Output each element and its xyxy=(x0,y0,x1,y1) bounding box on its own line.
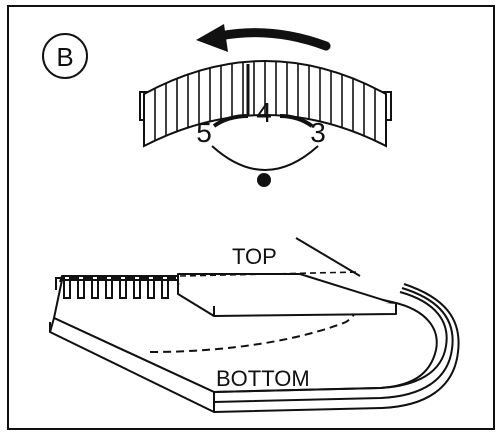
top-label: TOP xyxy=(232,244,277,269)
indicator-dot xyxy=(257,173,271,187)
diagram-frame xyxy=(7,5,495,430)
dial-scale-arc-left xyxy=(212,114,249,128)
panel-label-circle xyxy=(42,33,88,79)
dial-number-5: 5 xyxy=(196,117,212,148)
dial-ticks xyxy=(154,61,376,141)
counterclockwise-arrow-icon xyxy=(196,24,331,52)
fabric-fold-mid xyxy=(213,287,454,403)
stitch-dial: 5 4 3 xyxy=(139,60,392,171)
bottom-label: BOTTOM xyxy=(216,366,310,391)
fabric-fold-outer xyxy=(213,291,448,393)
dial-scale-arc-right xyxy=(279,114,314,128)
dial-number-4: 4 xyxy=(256,97,272,128)
panel-label: B xyxy=(56,42,73,72)
folded-fabric xyxy=(49,237,460,413)
fabric-back-edge xyxy=(59,275,178,283)
dial-hub xyxy=(211,145,319,171)
fabric-top-back-edge xyxy=(295,237,361,277)
blind-hem-stitches xyxy=(55,277,176,299)
fabric-fold-outer-2 xyxy=(213,283,460,413)
dial-number-3: 3 xyxy=(310,117,326,148)
bottom-seam-line xyxy=(149,295,359,353)
